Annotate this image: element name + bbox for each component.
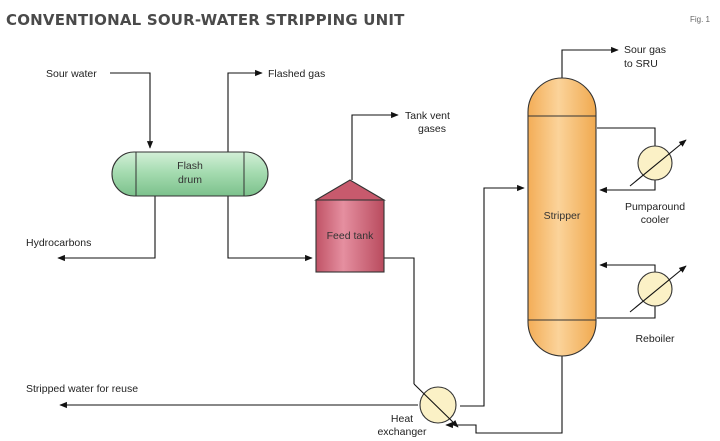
tank-vent-label-line1: Tank vent (405, 110, 450, 122)
stripper-bottoms-line (445, 352, 563, 434)
reboiler-supply-line (597, 305, 656, 319)
tank-vent-line (351, 111, 399, 180)
sour-gas-label-line1: Sour gas (624, 44, 666, 56)
hydrocarbons-line (57, 196, 156, 262)
diagram-title: Conventional sour-water stripping unit (6, 11, 405, 29)
stripper-feed-line (460, 184, 525, 407)
tank-to-exchanger-line (382, 257, 415, 384)
reboiler-return-line (599, 261, 656, 272)
flash-to-tank-line (227, 196, 313, 262)
flashed-gas-line (227, 69, 263, 152)
flash-drum-label-line2: drum (178, 174, 202, 186)
pumparound-label-line2: cooler (641, 214, 670, 226)
heat-exchanger-label-line1: Heat (391, 413, 413, 425)
feed-tank-label: Feed tank (327, 230, 374, 242)
pumparound-cooler (629, 139, 687, 187)
reboiler-label: Reboiler (635, 333, 675, 345)
stripped-water-label: Stripped water for reuse (26, 383, 138, 395)
heat-exchanger-label-line2: exchanger (377, 426, 427, 438)
flash-drum: Flash drum (111, 151, 269, 197)
pumparound-label-line1: Pumparound (625, 201, 685, 213)
flash-drum-label-line1: Flash (177, 160, 203, 172)
reboiler (629, 265, 687, 313)
figure-label: Fig. 1 (690, 15, 711, 24)
feed-tank: Feed tank (313, 179, 387, 273)
pumparound-return-line (599, 180, 656, 194)
flashed-gas-label: Flashed gas (268, 68, 325, 80)
stripper-label: Stripper (544, 210, 581, 222)
pumparound-supply-line (597, 127, 656, 146)
sour-water-label: Sour water (46, 68, 97, 80)
sour-gas-line (561, 46, 619, 82)
sour-water-line (110, 72, 154, 149)
tank-vent-label-line2: gases (418, 123, 446, 135)
heat-exchanger (413, 383, 459, 428)
hydrocarbons-label: Hydrocarbons (26, 237, 91, 249)
sour-gas-label-line2: to SRU (624, 58, 658, 70)
stripper-column: Stripper (527, 77, 597, 357)
